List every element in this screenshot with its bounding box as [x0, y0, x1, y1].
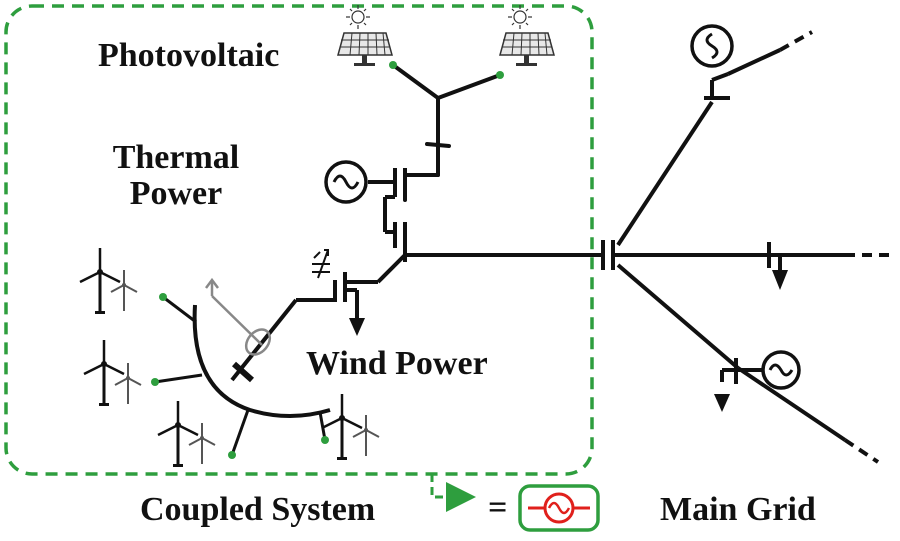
thermal-power-label: Thermal Power	[96, 140, 256, 212]
pv-node-right	[496, 71, 504, 79]
main-grid-dashes	[779, 30, 892, 464]
load-arrow-icon	[714, 394, 730, 412]
wind-node	[159, 293, 167, 301]
solar-panel-icon	[499, 4, 555, 67]
breaker-mark	[232, 361, 254, 383]
main-grid-label: Main Grid	[660, 491, 816, 528]
main-grid-network	[601, 48, 847, 442]
tie-line	[345, 253, 605, 284]
wind-power-label: Wind Power	[306, 345, 488, 382]
generator-icon	[761, 350, 801, 390]
pv-feeder	[391, 63, 502, 202]
photovoltaic-label: Photovoltaic	[98, 37, 280, 74]
generator-icon	[518, 484, 600, 532]
wind-transformer	[230, 272, 359, 382]
wind-turbine-icon	[110, 269, 138, 312]
wind-turbine-icon	[156, 399, 200, 469]
wind-tap-lines	[154, 295, 327, 456]
wind-node	[151, 378, 159, 386]
thermal-power-label-line1: Thermal	[112, 139, 240, 176]
generator-icon	[324, 160, 368, 204]
pv-node-left	[389, 61, 397, 69]
wind-turbine-icon	[352, 414, 380, 457]
wind-turbine-icon	[78, 246, 122, 316]
solar-panel-icon	[337, 4, 393, 67]
load-arrow-icon	[772, 270, 788, 290]
current-transformer	[205, 277, 272, 356]
equals-sign: =	[488, 489, 508, 526]
coupled-system-boundary	[4, 4, 594, 476]
transformer-icon	[312, 249, 330, 279]
thermal-power-label-line2: Power	[129, 175, 223, 212]
wind-turbine-icon	[114, 362, 142, 405]
load-arrow-icon	[349, 318, 365, 336]
wind-collector-arc	[192, 304, 331, 418]
generator-icon	[690, 24, 734, 68]
wind-node	[228, 451, 236, 459]
equivalence-arrow	[430, 474, 476, 512]
thermal-feeder	[368, 168, 407, 262]
coupled-system-label: Coupled System	[140, 491, 376, 528]
wind-node	[321, 436, 329, 444]
wind-turbine-icon	[82, 338, 126, 408]
wind-turbine-icon	[188, 422, 216, 465]
wind-turbine-icon	[320, 392, 364, 462]
